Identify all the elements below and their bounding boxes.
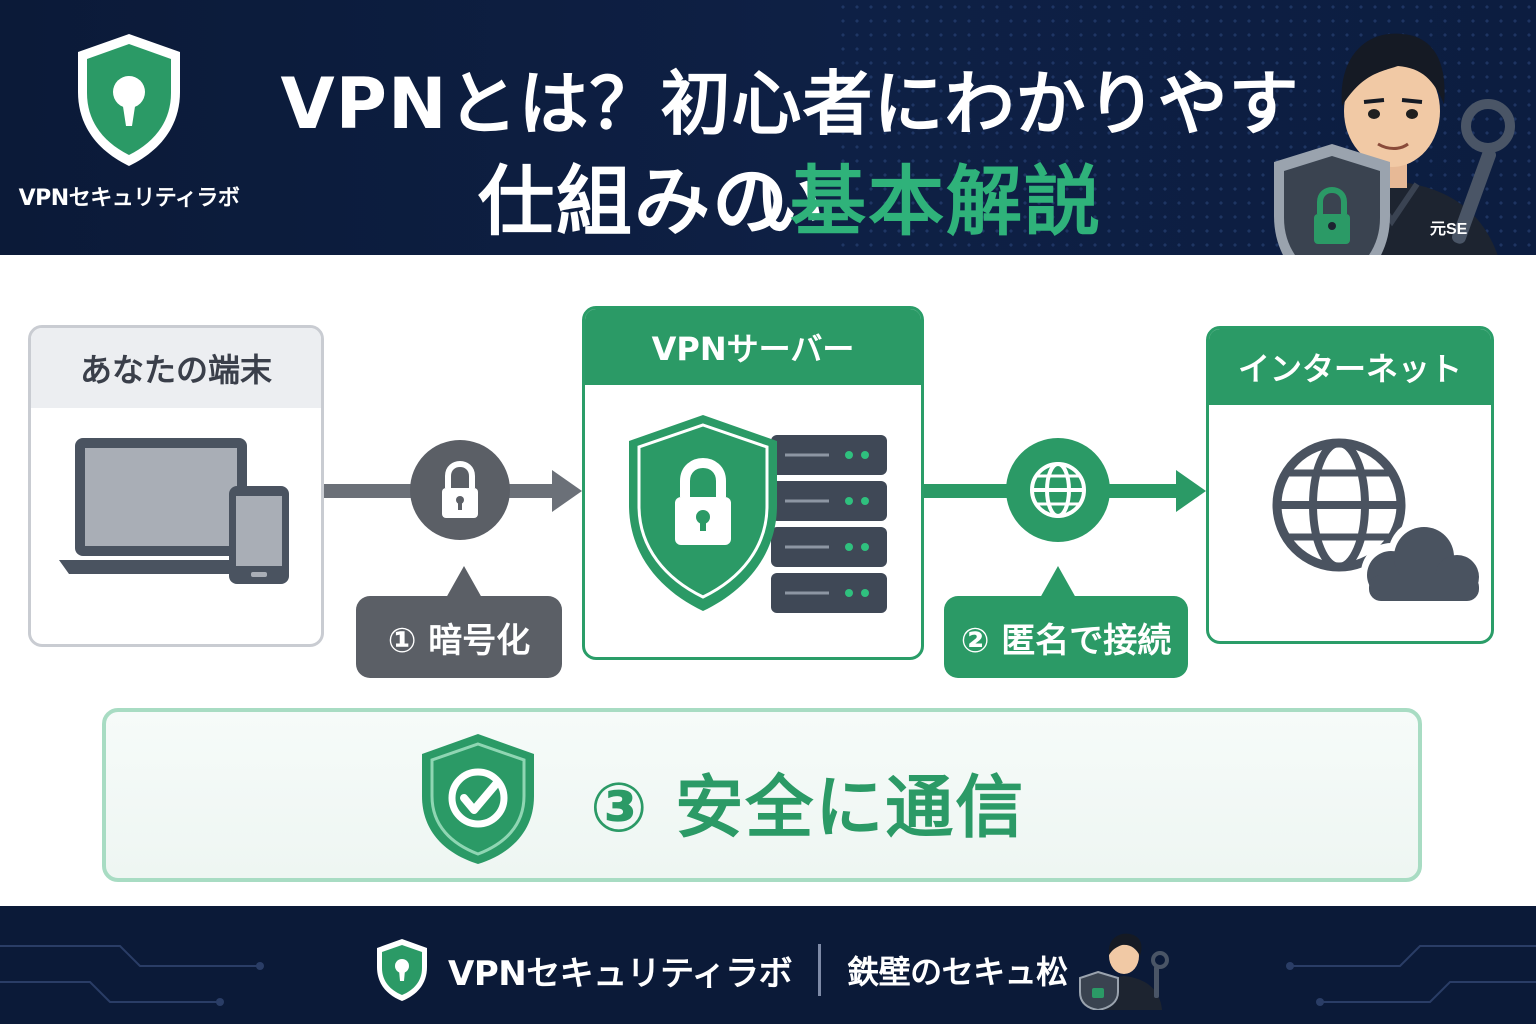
mascot-illustration: 元SE: [1274, 33, 1515, 255]
brand-logo[interactable]: VPNセキュリティラボ: [14, 30, 244, 212]
title-accent: 基本解説: [790, 157, 1102, 246]
footer-divider: [818, 944, 822, 996]
page-title-line1: VPNとは？初心者にわかりやすい: [280, 63, 1300, 246]
mascot-avatar: [1078, 933, 1169, 1010]
vpn-server-card-label: VPNサーバー: [585, 309, 921, 385]
device-card: あなたの端末: [28, 325, 324, 647]
globe-cloud-icon: [1272, 438, 1487, 603]
shield-keyhole-icon: [377, 939, 427, 1001]
shield-check-icon: [422, 734, 534, 864]
header-banner: VPNセキュリティラボ VPNとは？初心者にわかりやすい 仕組みの基本解説 元S…: [0, 0, 1536, 255]
footer-author: 鉄壁のセキュ松: [847, 953, 1068, 991]
footer-brand: VPNセキュリティラボ 鉄壁のセキュ松: [374, 930, 1172, 1010]
brand-name: VPNセキュリティラボ: [18, 186, 240, 211]
flow-arrows: [324, 438, 1206, 598]
secure-result-panel: ③ 安全に通信: [102, 708, 1422, 882]
title-plain: 仕組みの: [478, 157, 790, 246]
step-secure-text: ③ 安全に通信: [590, 769, 1026, 848]
circuit-lines: [0, 945, 1536, 1006]
device-card-label: あなたの端末: [31, 328, 321, 408]
step-encrypt-badge: ① 暗号化: [356, 596, 562, 678]
globe-icon: [1006, 438, 1110, 542]
mascot-badge: 元SE: [1430, 221, 1468, 238]
vpn-server-card: VPNサーバー: [582, 306, 924, 660]
page-title-line2: 仕組みの基本解説: [250, 140, 1330, 250]
internet-card-label: インターネット: [1209, 329, 1491, 405]
shield-lock-server-icon: [629, 415, 887, 613]
footer-brand-name: VPNセキュリティラボ: [448, 953, 793, 994]
laptop-and-phone-icon: [59, 438, 289, 584]
shield-keyhole-icon: [78, 34, 180, 166]
step-anonymous-badge: ② 匿名で接続: [944, 596, 1188, 678]
lock-icon: [410, 440, 510, 540]
footer-bar: VPNセキュリティラボ 鉄壁のセキュ松: [0, 906, 1536, 1024]
internet-card: インターネット: [1206, 326, 1494, 644]
